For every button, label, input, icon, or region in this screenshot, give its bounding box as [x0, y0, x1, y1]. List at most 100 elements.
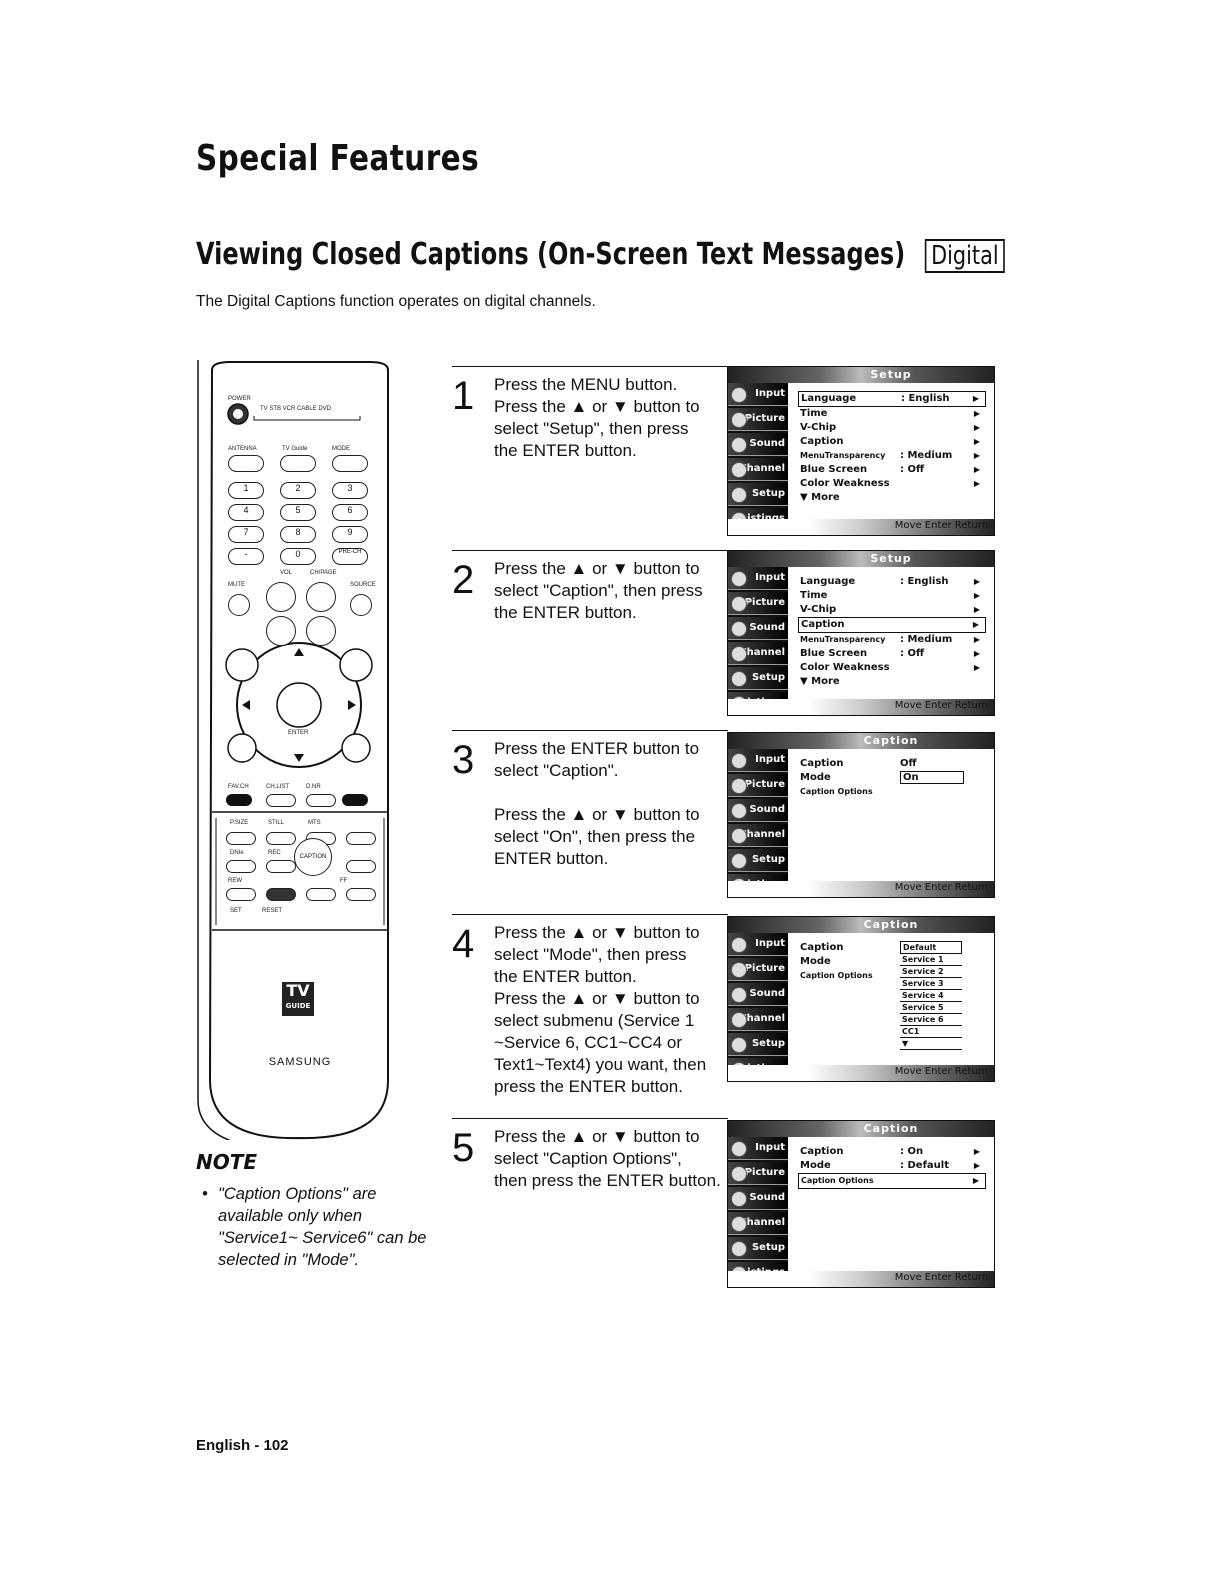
menu-row[interactable]: Mode: Default▶ — [798, 1159, 986, 1173]
menu-row[interactable]: V-Chip▶ — [798, 603, 986, 617]
submenu-option[interactable]: ▼ — [900, 1038, 962, 1050]
vol-up-button[interactable] — [266, 582, 296, 612]
menu-row[interactable]: Blue Screen: Off▶ — [798, 647, 986, 661]
ch-down-button[interactable] — [306, 616, 336, 646]
dash-button[interactable]: - — [228, 548, 264, 565]
sidebar-item-channel[interactable]: Channel — [728, 642, 788, 665]
digit-5-button[interactable]: 5 — [280, 504, 316, 521]
sidebar-item-setup[interactable]: Setup — [728, 849, 788, 872]
menu-row[interactable]: ▼ More — [798, 675, 986, 689]
digit-1-button[interactable]: 1 — [228, 482, 264, 499]
dnr-button[interactable] — [306, 794, 336, 807]
rew-button[interactable] — [226, 888, 256, 901]
digit-9-button[interactable]: 9 — [332, 526, 368, 543]
menu-row[interactable]: MenuTransparency: Medium▶ — [798, 449, 986, 463]
menu-row[interactable]: Caption Options — [798, 969, 986, 983]
prech-button[interactable]: PRE-CH — [332, 548, 368, 565]
intro-text: The Digital Captions function operates o… — [196, 293, 596, 310]
sidebar-item-input[interactable]: Input — [728, 567, 788, 590]
digit-0-button[interactable]: 0 — [280, 548, 316, 565]
source-button[interactable] — [350, 594, 372, 616]
vol-down-button[interactable] — [266, 616, 296, 646]
sidebar-item-input[interactable]: Input — [728, 749, 788, 772]
up-button[interactable] — [346, 832, 376, 845]
digit-6-button[interactable]: 6 — [332, 504, 368, 521]
menu-row[interactable]: Language: English▶ — [798, 391, 986, 407]
caption-button[interactable]: CAPTION — [294, 838, 332, 876]
sidebar-item-input[interactable]: Input — [728, 1137, 788, 1160]
menu-sidebar: InputPictureSoundChannelSetupListings — [728, 749, 788, 897]
menu-row[interactable]: Time▶ — [798, 407, 986, 421]
ff-button[interactable] — [346, 888, 376, 901]
submenu-option[interactable]: Service 6 — [900, 1014, 962, 1026]
sidebar-item-sound[interactable]: Sound — [728, 799, 788, 822]
menu-row[interactable]: Blue Screen: Off▶ — [798, 463, 986, 477]
sidebar-item-channel[interactable]: Channel — [728, 824, 788, 847]
sidebar-item-channel[interactable]: Channel — [728, 1008, 788, 1031]
antenna-button[interactable] — [228, 455, 264, 472]
sidebar-item-setup[interactable]: Setup — [728, 483, 788, 506]
rec-button[interactable] — [266, 860, 296, 873]
sidebar-item-sound[interactable]: Sound — [728, 1187, 788, 1210]
submenu-option[interactable]: Service 3 — [900, 978, 962, 990]
sidebar-item-input[interactable]: Input — [728, 933, 788, 956]
digit-3-button[interactable]: 3 — [332, 482, 368, 499]
menu-row-label: Language — [800, 576, 856, 587]
menu-row[interactable]: Mode — [798, 955, 986, 969]
sidebar-item-setup[interactable]: Setup — [728, 1237, 788, 1260]
psize-button[interactable] — [226, 832, 256, 845]
sidebar-item-sound[interactable]: Sound — [728, 617, 788, 640]
menu-row[interactable]: MenuTransparency: Medium▶ — [798, 633, 986, 647]
menu-row[interactable]: ▼ More — [798, 491, 986, 505]
dnie-button[interactable] — [226, 860, 256, 873]
sidebar-item-picture[interactable]: Picture — [728, 592, 788, 615]
still-button[interactable] — [266, 832, 296, 845]
menu-row[interactable]: Caption▶ — [798, 435, 986, 449]
menu-row[interactable]: Caption▶ — [798, 617, 986, 633]
favch-button[interactable] — [226, 794, 252, 806]
sidebar-item-picture[interactable]: Picture — [728, 1162, 788, 1185]
digit-7-button[interactable]: 7 — [228, 526, 264, 543]
sidebar-item-label: Picture — [744, 413, 785, 424]
digit-2-button[interactable]: 2 — [280, 482, 316, 499]
sidebar-item-picture[interactable]: Picture — [728, 408, 788, 431]
digit-4-button[interactable]: 4 — [228, 504, 264, 521]
menu-row[interactable]: Color Weakness▶ — [798, 661, 986, 675]
submenu-option[interactable]: Service 5 — [900, 1002, 962, 1014]
menu-row[interactable]: Time▶ — [798, 589, 986, 603]
sidebar-item-sound[interactable]: Sound — [728, 433, 788, 456]
submenu-option[interactable]: Service 4 — [900, 990, 962, 1002]
mute-button[interactable] — [228, 594, 250, 616]
submenu-option[interactable]: CC1 — [900, 1026, 962, 1038]
extra-button[interactable] — [342, 794, 368, 806]
mode-button[interactable] — [332, 455, 368, 472]
sidebar-item-channel[interactable]: Channel — [728, 458, 788, 481]
submenu-option[interactable]: Default — [900, 941, 962, 954]
chlist-button[interactable] — [266, 794, 296, 807]
menu-row[interactable]: Caption Options▶ — [798, 1173, 986, 1189]
play-pause-button[interactable] — [306, 888, 336, 901]
submenu-option[interactable]: Service 1 — [900, 954, 962, 966]
submenu-option[interactable]: Service 2 — [900, 966, 962, 978]
menu-row[interactable]: Language: English▶ — [798, 575, 986, 589]
sidebar-item-sound[interactable]: Sound — [728, 983, 788, 1006]
stop-button[interactable] — [266, 888, 296, 901]
menu-row-value: : Default — [900, 1160, 949, 1171]
sidebar-item-input[interactable]: Input — [728, 383, 788, 406]
menu-row[interactable]: Caption: On▶ — [798, 1145, 986, 1159]
sidebar-item-channel[interactable]: Channel — [728, 1212, 788, 1235]
ch-up-button[interactable] — [306, 582, 336, 612]
menu-row[interactable]: V-Chip▶ — [798, 421, 986, 435]
menu-row[interactable]: Caption — [798, 941, 986, 955]
sidebar-item-setup[interactable]: Setup — [728, 1033, 788, 1056]
digit-8-button[interactable]: 8 — [280, 526, 316, 543]
tvguide-button[interactable] — [280, 455, 316, 472]
down-button[interactable] — [346, 860, 376, 873]
menu-row[interactable]: Color Weakness▶ — [798, 477, 986, 491]
sidebar-item-picture[interactable]: Picture — [728, 774, 788, 797]
sidebar-item-picture[interactable]: Picture — [728, 958, 788, 981]
sidebar-item-setup[interactable]: Setup — [728, 667, 788, 690]
menu-row[interactable]: Caption Options — [798, 785, 986, 799]
